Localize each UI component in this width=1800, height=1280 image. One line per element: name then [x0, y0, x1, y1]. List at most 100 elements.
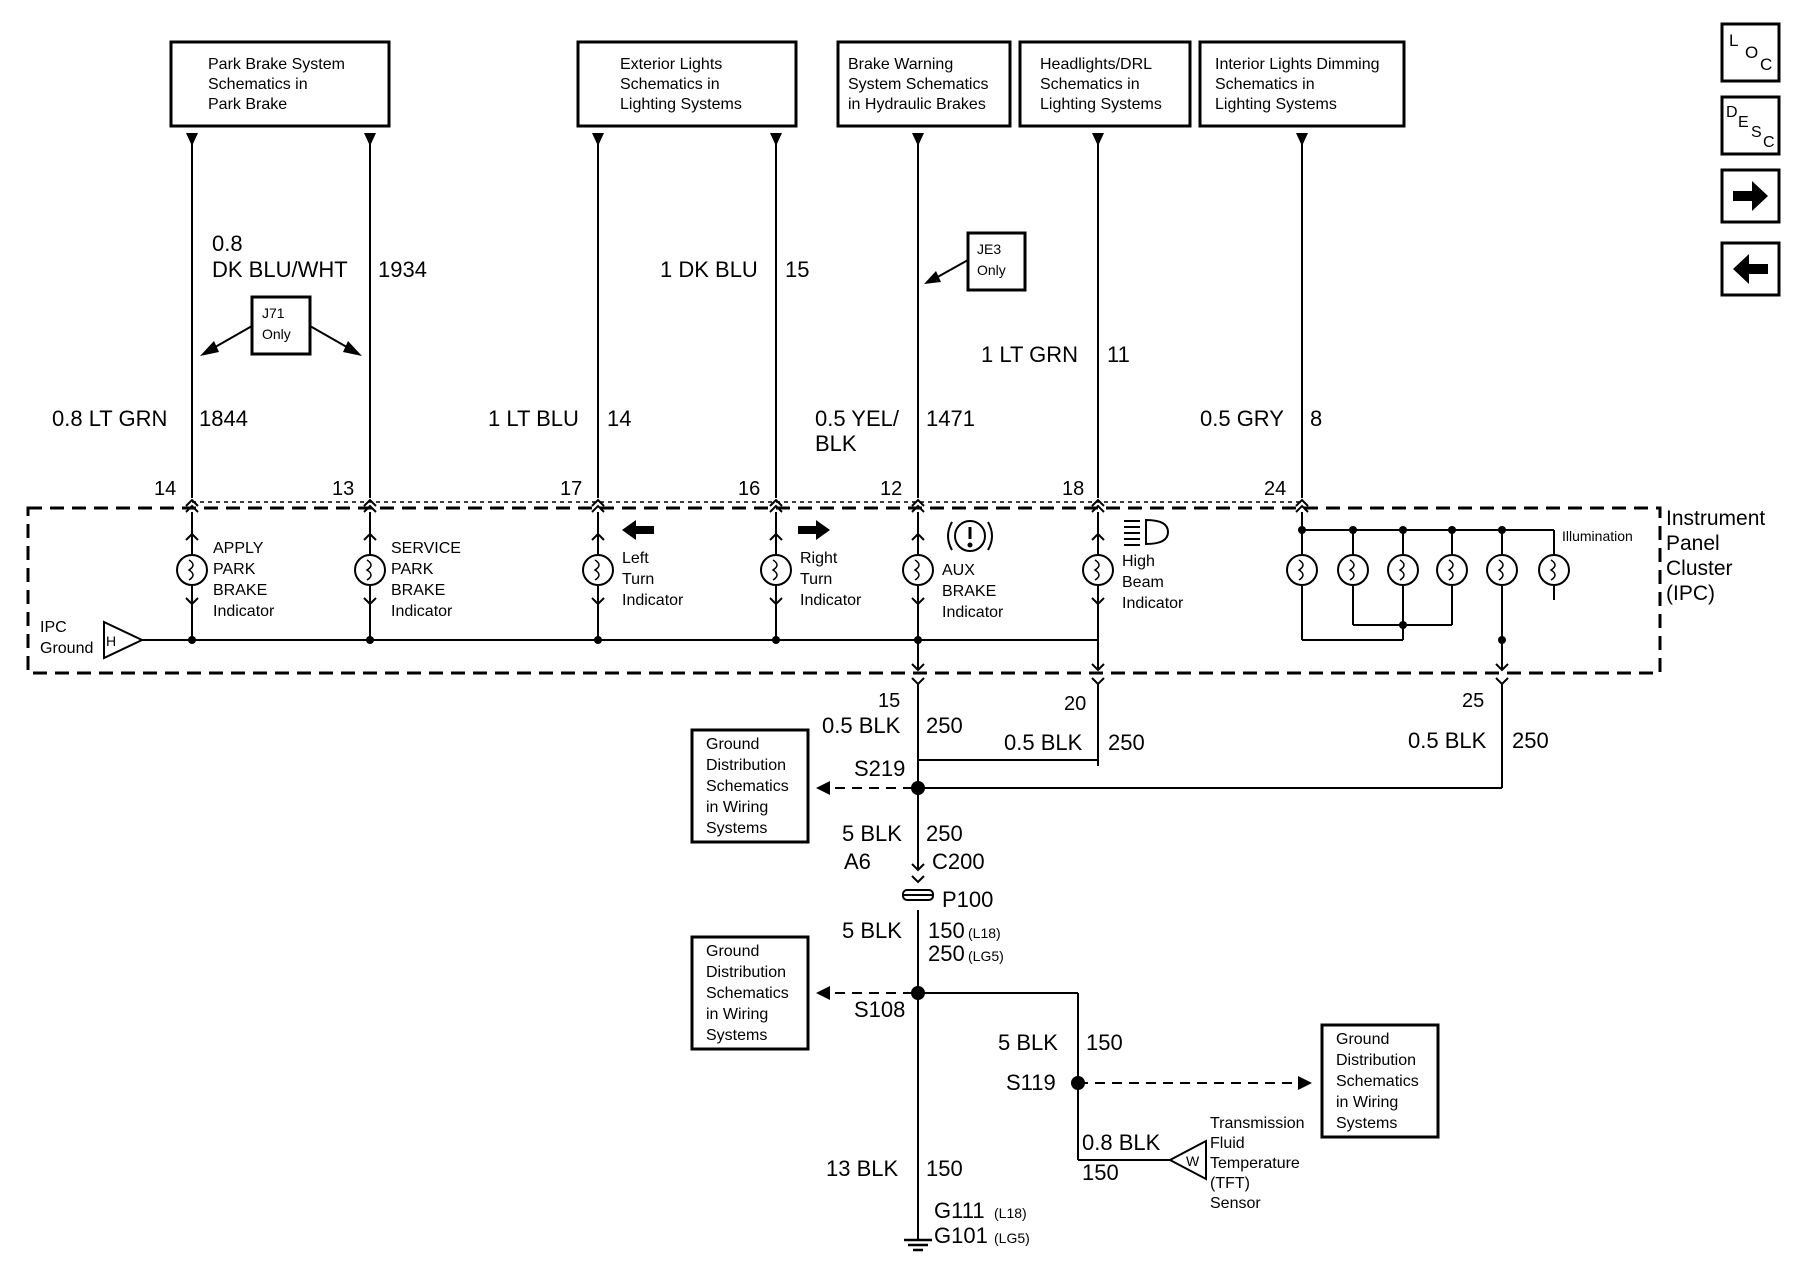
- ref-box-interior-lights[interactable]: Interior Lights Dimming Schematics in Li…: [1198, 40, 1406, 128]
- ref-box-line: Interior Lights Dimming: [1215, 56, 1380, 73]
- gnd-box-line: in Wiring: [706, 1006, 768, 1023]
- high-beam-icon: [1124, 518, 1170, 546]
- wire-8-label: 0.5 GRY: [1200, 406, 1284, 431]
- ref-box-line: Schematics in: [1040, 76, 1140, 93]
- ref-box-headlights[interactable]: Headlights/DRL Schematics in Lighting Sy…: [1018, 40, 1192, 128]
- ground-pin-15: 15: [878, 690, 900, 712]
- ref-box-line: Park Brake: [208, 96, 287, 113]
- ground-wire-label: 13 BLK: [826, 1156, 898, 1181]
- indicator-label: BRAKE: [213, 582, 267, 599]
- connector-h-letter: H: [106, 633, 116, 649]
- loc-letter: L: [1729, 31, 1738, 50]
- wire-1471-color1: 0.5 YEL/: [815, 406, 900, 431]
- ref-box-park-brake[interactable]: Park Brake System Schematics in Park Bra…: [169, 40, 391, 128]
- ref-box-line: System Schematics: [848, 76, 988, 93]
- connector-w-icon: [1167, 1139, 1207, 1181]
- option-note-j71: J71 Only: [200, 295, 362, 356]
- wire-14-label: 1 LT BLU: [488, 406, 579, 431]
- indicator-label: Indicator: [213, 603, 275, 620]
- tft-label: Transmission: [1210, 1115, 1305, 1132]
- connector-w-letter: W: [1186, 1153, 1200, 1169]
- indicator-label: Indicator: [800, 592, 862, 609]
- ground-wire-circuit: 250: [1512, 728, 1549, 753]
- indicator-label: PARK: [391, 561, 434, 578]
- indicator-label: BRAKE: [391, 582, 445, 599]
- gnd-box-s108[interactable]: Ground Distribution Schematics in Wiring…: [690, 935, 810, 1051]
- gnd-box-line: Systems: [706, 820, 767, 837]
- tft-label: Fluid: [1210, 1135, 1245, 1152]
- indicator-label: High: [1122, 553, 1155, 570]
- ref-box-brake-warning[interactable]: Brake Warning System Schematics in Hydra…: [836, 40, 1012, 128]
- option-tag: (LG5): [994, 1230, 1030, 1246]
- ipc-internal-wiring: [142, 498, 1555, 686]
- indicator-high-beam: High Beam Indicator: [1122, 518, 1184, 612]
- ground-wire-circuit: 250: [926, 713, 963, 738]
- wire-1934-size: 0.8: [212, 231, 243, 256]
- ref-box-line: Brake Warning: [848, 56, 953, 73]
- pin-label: 24: [1264, 478, 1286, 500]
- wire-1844-label: 0.8 LT GRN: [52, 406, 167, 431]
- splice-s119: S119: [1006, 1070, 1056, 1095]
- next-button[interactable]: [1720, 168, 1781, 224]
- bulb-icons: [176, 554, 1570, 586]
- indicator-apply-park-brake: APPLY PARK BRAKE Indicator: [213, 540, 275, 620]
- indicator-left-turn: Left Turn Indicator: [622, 520, 684, 609]
- indicator-label: Indicator: [1122, 595, 1184, 612]
- wire-11-label: 1 LT GRN: [981, 342, 1078, 367]
- ground-wire-circuit: 250: [926, 821, 963, 846]
- wire-1934-color: DK BLU/WHT: [212, 257, 348, 282]
- option-tag: (L18): [994, 1205, 1027, 1221]
- ground-wire-circuit: 250: [928, 941, 965, 966]
- ground-wire-circuit: 250: [1108, 730, 1145, 755]
- prev-button[interactable]: [1720, 241, 1781, 297]
- ipc-outline: [26, 506, 1662, 675]
- gnd-box-line: Systems: [706, 1027, 767, 1044]
- ref-box-line: Exterior Lights: [620, 56, 722, 73]
- gnd-box-line: Systems: [1336, 1115, 1397, 1132]
- pin-label: 12: [880, 478, 902, 500]
- indicator-label: Left: [622, 550, 649, 567]
- gnd-box-s219[interactable]: Ground Distribution Schematics in Wiring…: [690, 728, 810, 844]
- gnd-box-line: Schematics: [706, 985, 789, 1002]
- indicator-label: PARK: [213, 561, 256, 578]
- connector-a6: A6: [844, 849, 871, 874]
- ground-wire-circuit: 150: [1086, 1030, 1123, 1055]
- desc-letter: C: [1763, 134, 1775, 151]
- ground-wire-label: 5 BLK: [998, 1030, 1058, 1055]
- splice-s108: S108: [854, 997, 905, 1022]
- option-note-text: JE3: [977, 241, 1001, 257]
- gnd-box-s119[interactable]: Ground Distribution Schematics in Wiring…: [1320, 1023, 1440, 1139]
- gnd-box-line: Distribution: [706, 757, 786, 774]
- loc-letter: C: [1760, 55, 1772, 74]
- gnd-box-line: Ground: [1336, 1031, 1389, 1048]
- desc-letter: D: [1726, 104, 1738, 121]
- ref-box-line: Headlights/DRL: [1040, 56, 1152, 73]
- ref-box-line: Schematics in: [208, 76, 308, 93]
- desc-letter: E: [1738, 114, 1749, 131]
- splice-dots: [911, 781, 1085, 1090]
- option-note-text: Only: [262, 326, 291, 342]
- ref-box-line: Park Brake System: [208, 56, 345, 73]
- illumination-label: Illumination: [1562, 528, 1633, 544]
- ipc-ground: IPC Ground H: [40, 619, 145, 660]
- wire-11-circuit: 11: [1107, 342, 1130, 367]
- pin-label: 17: [560, 478, 582, 500]
- indicator-label: Turn: [800, 571, 832, 588]
- ipc-label-line: Panel: [1666, 532, 1720, 555]
- wire-1934-circuit: 1934: [378, 257, 427, 282]
- gnd-box-line: Ground: [706, 736, 759, 753]
- gnd-box-line: Distribution: [706, 964, 786, 981]
- indicator-label: AUX: [942, 562, 975, 579]
- bulb-filaments: [187, 559, 1556, 581]
- arrow-left-icon: [622, 520, 654, 540]
- desc-button[interactable]: D E S C: [1720, 95, 1781, 156]
- connector-c200: C200: [932, 849, 985, 874]
- ground-pin-25: 25: [1462, 690, 1484, 712]
- loc-button[interactable]: L O C: [1720, 22, 1781, 83]
- pin-label: 16: [738, 478, 760, 500]
- ref-box-exterior-lights[interactable]: Exterior Lights Schematics in Lighting S…: [576, 40, 798, 128]
- ground-icon: [904, 1238, 932, 1252]
- ground-wire-label: 0.5 BLK: [1408, 728, 1487, 753]
- option-tag: (LG5): [968, 948, 1004, 964]
